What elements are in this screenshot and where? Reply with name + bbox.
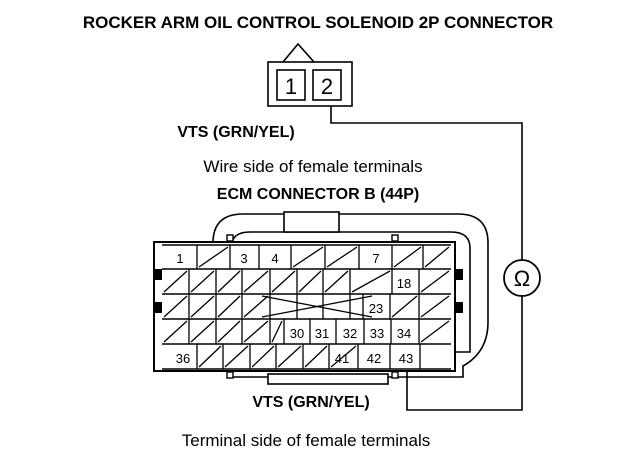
empty-cavity-slash: [326, 246, 358, 268]
solenoid-terminal-2: 2: [321, 74, 333, 99]
empty-cavity-slash: [190, 270, 215, 293]
empty-cavity-slash: [420, 270, 450, 293]
ecm-terminal-31: 31: [315, 326, 329, 341]
ecm-connector-title: ECM CONNECTOR B (44P): [217, 186, 419, 203]
ecm-connector-small-marks: [226, 234, 399, 379]
ecm-terminal-7: 7: [372, 251, 379, 266]
ecm-terminal-3: 3: [240, 251, 247, 266]
empty-cavity-slash: [277, 345, 302, 368]
ecm-terminal-33: 33: [370, 326, 384, 341]
ecm-terminal-4: 4: [271, 251, 278, 266]
empty-cavity-slash: [243, 270, 269, 293]
empty-cavity-slash: [420, 320, 450, 343]
empty-cavity-slash: [271, 270, 296, 293]
ohmmeter-symbol: [503, 259, 541, 297]
blanked-area-cross: [261, 295, 373, 318]
empty-cavity-slash: [163, 320, 188, 343]
vts-label-top: VTS (GRN/YEL): [177, 124, 294, 141]
ohm-icon: Ω: [514, 266, 530, 291]
empty-cavity-slash: [243, 295, 269, 318]
empty-cavity-slash: [271, 320, 283, 343]
empty-cavity-slash: [198, 345, 222, 368]
ecm-connector-keys: [154, 269, 463, 313]
empty-cavity-slash: [330, 345, 357, 368]
solenoid-terminal-1: 1: [285, 74, 297, 99]
empty-cavity-slash: [224, 345, 249, 368]
empty-cavity-slash: [163, 295, 188, 318]
solenoid-2p-connector: [267, 42, 353, 107]
ecm-terminal-42: 42: [367, 351, 381, 366]
empty-cavity-slash: [163, 270, 188, 293]
ecm-terminal-18: 18: [397, 276, 411, 291]
ecm-terminal-36: 36: [176, 351, 190, 366]
vts-label-bottom: VTS (GRN/YEL): [252, 394, 369, 411]
wire-side-caption: Wire side of female terminals: [203, 157, 422, 176]
ecm-terminal-labels: 1 3 4 7 18 23 30 31 32 33 34 36 41 42 43: [176, 251, 413, 366]
ecm-terminal-41: 41: [335, 351, 349, 366]
empty-cavity-slash: [391, 295, 418, 318]
empty-cavity-slash: [393, 246, 422, 268]
ecm-terminal-1: 1: [176, 251, 183, 266]
empty-cavity-slash: [217, 270, 241, 293]
ecm-terminal-30: 30: [290, 326, 304, 341]
empty-cavity-slash: [243, 320, 269, 343]
ecm-terminal-34: 34: [397, 326, 411, 341]
empty-cavity-slash: [292, 246, 324, 268]
diagram-title: ROCKER ARM OIL CONTROL SOLENOID 2P CONNE…: [83, 13, 553, 32]
empty-cavity-slash: [217, 295, 241, 318]
empty-cavity-slash: [324, 270, 349, 293]
empty-cavity-slash: [420, 295, 450, 318]
empty-cavity-slash: [190, 295, 215, 318]
empty-cavity-slash: [424, 246, 450, 268]
empty-cavity-slash: [298, 270, 322, 293]
empty-cavity-slash: [351, 270, 391, 293]
ecm-terminal-32: 32: [343, 326, 357, 341]
ecm-terminal-43: 43: [399, 351, 413, 366]
empty-cavity-slash: [304, 345, 328, 368]
ecm-terminal-grid: [163, 245, 450, 369]
empty-cavity-slash: [217, 320, 241, 343]
empty-cavity-slash: [198, 246, 229, 268]
ecm-terminal-23: 23: [369, 301, 383, 316]
ecm-connector-housing: [153, 211, 489, 385]
empty-cavity-slash: [190, 320, 215, 343]
measurement-wire: [330, 106, 523, 411]
empty-cavity-slash: [251, 345, 275, 368]
terminal-side-caption: Terminal side of female terminals: [182, 431, 430, 450]
